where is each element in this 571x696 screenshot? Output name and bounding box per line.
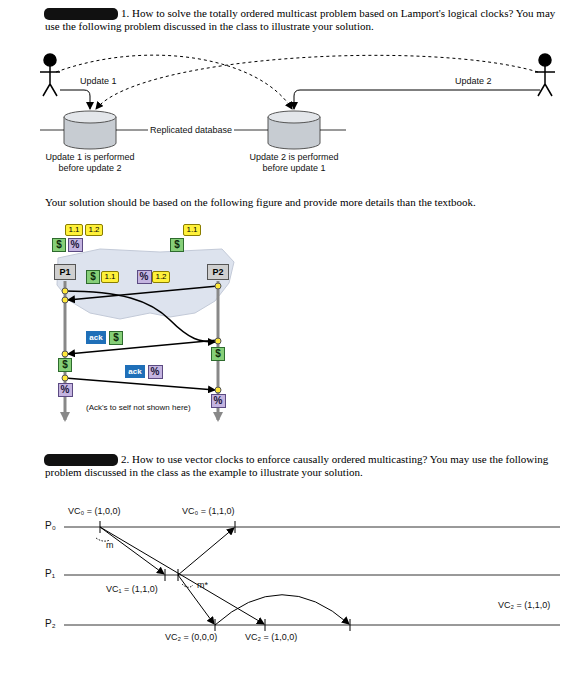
database-replica: Update 2 is performed before update 1 bbox=[242, 110, 346, 174]
box-text: $ bbox=[215, 349, 221, 359]
dollar-queue-icon: $ bbox=[211, 347, 225, 361]
timestamp-tag: 1.1 bbox=[183, 224, 201, 236]
timestamp-tag: 1.1 bbox=[65, 224, 83, 236]
box-text: $ bbox=[56, 240, 62, 250]
box-text: % bbox=[71, 240, 80, 250]
box-text: P2 bbox=[212, 268, 223, 277]
timestamp-tag: 1.2 bbox=[152, 271, 170, 283]
box-text: $ bbox=[90, 272, 96, 282]
timestamp-tag: 1.2 bbox=[85, 224, 103, 236]
event-dots bbox=[62, 283, 221, 393]
percent-message-icon: % bbox=[137, 270, 152, 284]
box-text: % bbox=[214, 396, 223, 406]
percent-queue-icon: % bbox=[58, 383, 73, 397]
arrow-label: Update 1 bbox=[80, 76, 117, 86]
connector-stub bbox=[242, 130, 268, 131]
update-arrows bbox=[56, 55, 540, 109]
update-arrow bbox=[294, 90, 540, 109]
dashed-update-arrow bbox=[56, 55, 292, 109]
connector-stub bbox=[40, 130, 64, 131]
box-text: % bbox=[61, 385, 70, 395]
dotted-arc bbox=[182, 584, 193, 587]
vector-clock-label: VC₂ = (1,1,0) bbox=[498, 600, 550, 610]
dollar-update-icon: $ bbox=[52, 238, 66, 252]
percent-queue-icon: % bbox=[211, 394, 226, 408]
process-timelines bbox=[65, 281, 218, 420]
redaction bbox=[44, 8, 118, 20]
dollar-message-icon: $ bbox=[86, 270, 100, 284]
timestamp-tag: 1.1 bbox=[101, 271, 119, 283]
multicast-arrows bbox=[96, 527, 349, 625]
cylinder-top bbox=[64, 111, 116, 123]
database-replica: Update 1 is performed before update 2 bbox=[40, 110, 140, 174]
database-caption: Update 1 is performed before update 2 bbox=[40, 152, 140, 174]
question-text: 1. How to solve the totally ordered mult… bbox=[45, 7, 565, 33]
box-text: 1.1 bbox=[186, 226, 197, 234]
process-lines bbox=[64, 527, 560, 625]
connector-stub bbox=[116, 130, 140, 131]
process-label: P₀ bbox=[45, 520, 56, 532]
box-text: $ bbox=[113, 333, 119, 343]
ack-box: ack bbox=[86, 331, 106, 344]
us-map bbox=[57, 249, 234, 319]
vector-clock-label: VC₁ = (1,1,0) bbox=[106, 584, 158, 594]
box-text: 1.1 bbox=[68, 226, 79, 234]
message-label: m bbox=[106, 540, 114, 550]
box-text: $ bbox=[62, 360, 68, 370]
dollar-update-icon: $ bbox=[170, 238, 184, 252]
box-text: % bbox=[151, 367, 160, 377]
percent-ack-icon: % bbox=[148, 365, 163, 379]
process-label: P₁ bbox=[45, 568, 55, 580]
process-box: P1 bbox=[54, 264, 76, 280]
database-caption: Update 2 is performed before update 1 bbox=[242, 152, 346, 174]
question-text: 2. How to use vector clocks to enforce c… bbox=[45, 453, 565, 479]
percent-update-icon: % bbox=[68, 238, 83, 252]
box-text: ack bbox=[128, 368, 141, 376]
dollar-ack-icon: $ bbox=[109, 331, 123, 345]
cylinder-top bbox=[268, 111, 320, 123]
connector-stub bbox=[320, 130, 346, 131]
figure-note: (Ack's to self not shown here) bbox=[86, 403, 191, 412]
message-arrows bbox=[65, 286, 218, 390]
message-label: m* bbox=[197, 580, 208, 590]
ack-box: ack bbox=[125, 365, 145, 378]
connector-label: Replicated database bbox=[148, 125, 234, 135]
box-text: 1.2 bbox=[155, 273, 166, 281]
database-cylinder bbox=[40, 110, 140, 152]
database-cylinder bbox=[242, 110, 346, 152]
arrow-label: Update 2 bbox=[455, 76, 492, 86]
vector-clock-label: VC₀ = (1,1,0) bbox=[182, 506, 235, 516]
vector-clock-label: VC₀ = (1,0,0) bbox=[68, 506, 121, 516]
process-label: P₂ bbox=[45, 618, 56, 630]
redaction bbox=[44, 454, 118, 466]
box-text: P1 bbox=[59, 268, 70, 277]
dashed-update-arrow bbox=[96, 55, 538, 109]
box-text: % bbox=[140, 272, 149, 282]
box-text: $ bbox=[174, 240, 180, 250]
vector-clock-label: VC₂ = (0,0,0) bbox=[165, 632, 217, 642]
instruction-text: Your solution should be based on the fol… bbox=[45, 196, 565, 209]
process-box: P2 bbox=[207, 264, 229, 280]
box-text: 1.2 bbox=[88, 226, 99, 234]
box-text: 1.1 bbox=[104, 273, 115, 281]
vector-clock-label: VC₂ = (1,0,0) bbox=[245, 632, 297, 642]
event-ticks bbox=[100, 521, 350, 631]
dollar-queue-icon: $ bbox=[58, 358, 72, 372]
update-arrow bbox=[60, 90, 90, 109]
box-text: ack bbox=[89, 334, 102, 342]
